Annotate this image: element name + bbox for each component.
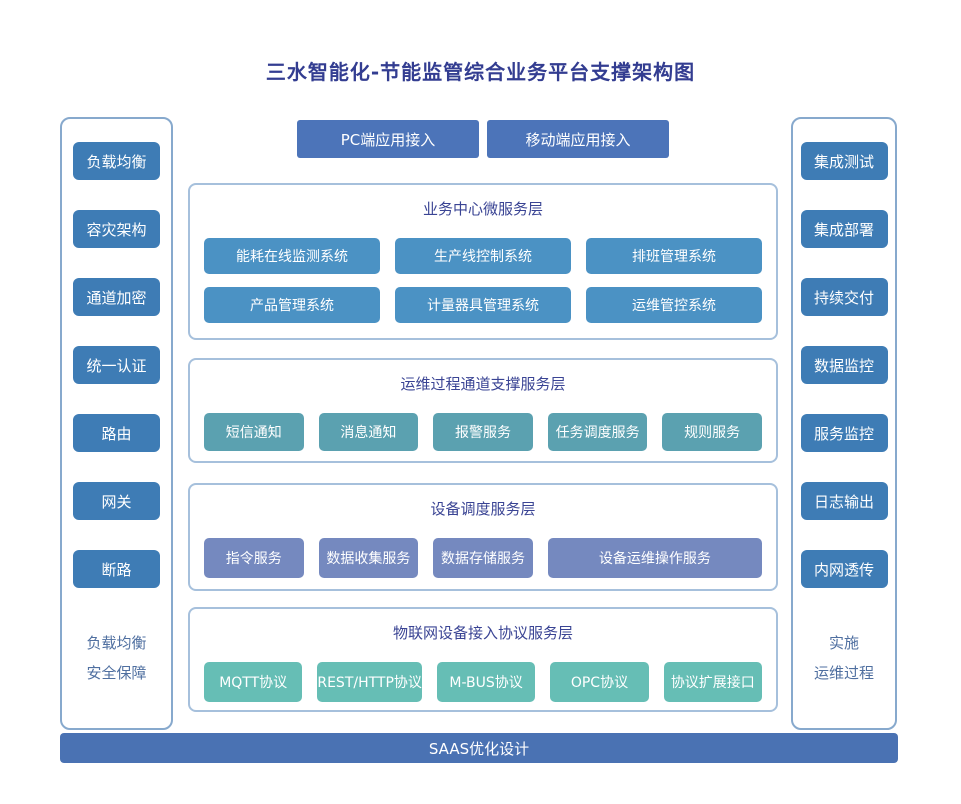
page-title: 三水智能化-节能监管综合业务平台支撑架构图 xyxy=(265,60,696,84)
section-device-scheduling-layer: 设备调度服务层指令服务数据收集服务数据存储服务设备运维操作服务 xyxy=(188,483,778,591)
service-button[interactable]: 任务调度服务 xyxy=(547,413,648,451)
right-sidebar-footer-line: 实施 xyxy=(828,634,859,652)
app-access-button[interactable]: PC端应用接入 xyxy=(297,120,479,158)
right-sidebar-item[interactable]: 持续交付 xyxy=(800,278,888,316)
section-button-row: 产品管理系统计量器具管理系统运维管控系统 xyxy=(190,287,776,323)
section-button-row: MQTT协议 REST/HTTP协议 M-BUS协议 OPC协议协议扩展接口 xyxy=(190,662,776,702)
left-sidebar-footer-line: 负载均衡 xyxy=(86,634,147,652)
section-button-row: 指令服务数据收集服务数据存储服务设备运维操作服务 xyxy=(190,538,776,578)
service-button[interactable]: 报警服务 xyxy=(433,413,533,451)
service-button[interactable]: OPC协议 xyxy=(550,662,649,702)
service-button[interactable]: 运维管控系统 xyxy=(586,287,762,323)
service-button[interactable]: M-BUS协议 xyxy=(436,662,536,702)
right-sidebar-panel: 集成测试集成部署持续交付数据监控服务监控日志输出内网透传 实施 运维过程 xyxy=(791,117,897,730)
left-sidebar-item[interactable]: 通道加密 xyxy=(73,278,160,316)
right-sidebar-item[interactable]: 内网透传 xyxy=(800,550,888,588)
service-button[interactable]: 规则服务 xyxy=(662,413,762,451)
service-button[interactable]: 短信通知 xyxy=(204,413,304,451)
section-button-row: 短信通知消息通知报警服务任务调度服务规则服务 xyxy=(190,413,776,451)
service-button[interactable]: 生产线控制系统 xyxy=(395,238,571,274)
section-title: 物联网设备接入协议服务层 xyxy=(392,624,573,642)
service-button[interactable]: 计量器具管理系统 xyxy=(395,287,571,323)
section-title: 业务中心微服务层 xyxy=(422,200,543,218)
service-button[interactable]: 能耗在线监测系统 xyxy=(204,238,380,274)
left-sidebar-footer: 负载均衡 安全保障 xyxy=(62,628,171,688)
service-button[interactable]: 指令服务 xyxy=(204,538,304,578)
left-sidebar-footer-line: 安全保障 xyxy=(86,664,147,682)
left-sidebar-panel: 负载均衡容灾架构通道加密统一认证路由网关断路 负载均衡 安全保障 xyxy=(60,117,173,730)
right-sidebar-item[interactable]: 数据监控 xyxy=(800,346,888,384)
section-title: 运维过程通道支撑服务层 xyxy=(400,375,566,393)
service-button[interactable]: 设备运维操作服务 xyxy=(547,538,762,578)
left-sidebar-item[interactable]: 容灾架构 xyxy=(73,210,160,248)
service-button[interactable]: REST/HTTP协议 xyxy=(317,662,422,702)
section-title: 设备调度服务层 xyxy=(430,500,536,518)
left-sidebar-item[interactable]: 负载均衡 xyxy=(73,142,160,180)
section-button-row: 能耗在线监测系统生产线控制系统排班管理系统 xyxy=(190,238,776,274)
sections-container: 业务中心微服务层能耗在线监测系统生产线控制系统排班管理系统产品管理系统计量器具管… xyxy=(188,183,778,712)
right-sidebar-footer: 实施 运维过程 xyxy=(793,628,895,688)
service-button[interactable]: 排班管理系统 xyxy=(586,238,762,274)
service-button[interactable]: 协议扩展接口 xyxy=(663,662,762,702)
saas-bottom-bar: SAAS优化设计 xyxy=(60,733,898,763)
right-sidebar-item[interactable]: 服务监控 xyxy=(800,414,888,452)
left-sidebar-buttons: 负载均衡容灾架构通道加密统一认证路由网关断路 xyxy=(62,119,171,588)
right-sidebar-footer-line: 运维过程 xyxy=(813,664,874,682)
app-access-row: PC端应用接入移动端应用接入 xyxy=(188,120,778,158)
service-button[interactable]: 数据存储服务 xyxy=(433,538,533,578)
left-sidebar-item[interactable]: 网关 xyxy=(73,482,160,520)
section-iot-protocol-access-layer: 物联网设备接入协议服务层 MQTT协议 REST/HTTP协议 M-BUS协议 OPC协… xyxy=(188,607,778,712)
right-sidebar-item[interactable]: 日志输出 xyxy=(800,482,888,520)
right-sidebar-item[interactable]: 集成测试 xyxy=(800,142,888,180)
left-sidebar-item[interactable]: 统一认证 xyxy=(73,346,160,384)
service-button[interactable]: 产品管理系统 xyxy=(204,287,380,323)
left-sidebar-item[interactable]: 断路 xyxy=(73,550,160,588)
service-button[interactable]: 消息通知 xyxy=(318,413,419,451)
app-access-button[interactable]: 移动端应用接入 xyxy=(487,120,669,158)
left-sidebar-item[interactable]: 路由 xyxy=(73,414,160,452)
center-column: PC端应用接入移动端应用接入 业务中心微服务层能耗在线监测系统生产线控制系统排班… xyxy=(188,120,778,712)
right-sidebar-item[interactable]: 集成部署 xyxy=(800,210,888,248)
section-ops-channel-support-layer: 运维过程通道支撑服务层短信通知消息通知报警服务任务调度服务规则服务 xyxy=(188,358,778,463)
right-sidebar-buttons: 集成测试集成部署持续交付数据监控服务监控日志输出内网透传 xyxy=(793,119,895,588)
service-button[interactable]: MQTT协议 xyxy=(204,662,303,702)
service-button[interactable]: 数据收集服务 xyxy=(318,538,419,578)
section-business-microservices-layer: 业务中心微服务层能耗在线监测系统生产线控制系统排班管理系统产品管理系统计量器具管… xyxy=(188,183,778,340)
